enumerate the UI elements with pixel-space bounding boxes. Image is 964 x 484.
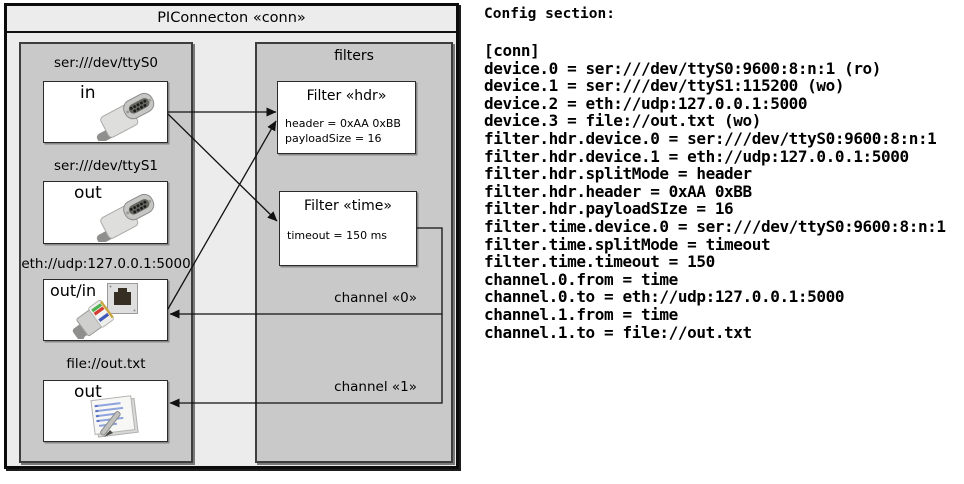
config-section: Config section: [conn] device.0 = ser://… [484, 6, 946, 341]
channel-1-label: channel «1» [334, 379, 417, 395]
filter-property: header = 0xAA 0xBB [285, 117, 401, 130]
config-body: [conn] device.0 = ser:///dev/ttyS0:9600:… [484, 41, 946, 342]
filter-time-box: Filter «time» timeout = 150 ms [279, 191, 417, 266]
devices-panel: ser:///dev/ttyS0 in [19, 42, 193, 463]
device-label: ser:///dev/ttyS0 [54, 55, 158, 71]
port-label: out [74, 183, 102, 203]
config-heading: Config section: [484, 6, 615, 22]
port-label: out [74, 382, 102, 402]
port-label: out/in [50, 281, 97, 300]
filter-property: timeout = 150 ms [287, 229, 388, 242]
device-box-file: out [43, 380, 168, 442]
filter-properties: header = 0xAA 0xBB payloadSize = 16 [285, 116, 415, 146]
ethernet-connector-icon [69, 299, 114, 339]
device-label: ser:///dev/ttyS1 [54, 158, 158, 174]
filter-title: Filter «hdr» [306, 88, 387, 104]
filters-panel: filters Filter «hdr» header = 0xAA 0xBB … [255, 42, 453, 463]
device-box-ttys1: out [43, 181, 168, 244]
ethernet-port-icon [107, 283, 138, 314]
notepad-icon [90, 395, 139, 438]
channel-0-label: channel «0» [334, 290, 417, 306]
device-box-ttys0: in [43, 81, 168, 143]
connection-diagram: PIConnecton «conn» ser:///dev/ttyS0 in [4, 3, 459, 469]
device-label: file://out.txt [66, 356, 146, 372]
filters-panel-title: filters [334, 48, 374, 64]
device-box-eth: out/in [43, 279, 168, 341]
filter-title: Filter «time» [304, 198, 392, 214]
filter-property: payloadSize = 16 [285, 132, 382, 145]
filter-hdr-box: Filter «hdr» header = 0xAA 0xBB payloadS… [277, 81, 416, 154]
serial-connector-icon [96, 193, 155, 242]
serial-connector-icon [96, 92, 155, 141]
filter-properties: timeout = 150 ms [287, 228, 416, 243]
pen-icon [100, 411, 121, 437]
device-label: eth://udp:127.0.0.1:5000 [21, 256, 191, 272]
diagram-title: PIConnecton «conn» [7, 6, 456, 33]
piconnecton-box: PIConnecton «conn» ser:///dev/ttyS0 in [4, 3, 459, 469]
port-label: in [80, 83, 96, 103]
